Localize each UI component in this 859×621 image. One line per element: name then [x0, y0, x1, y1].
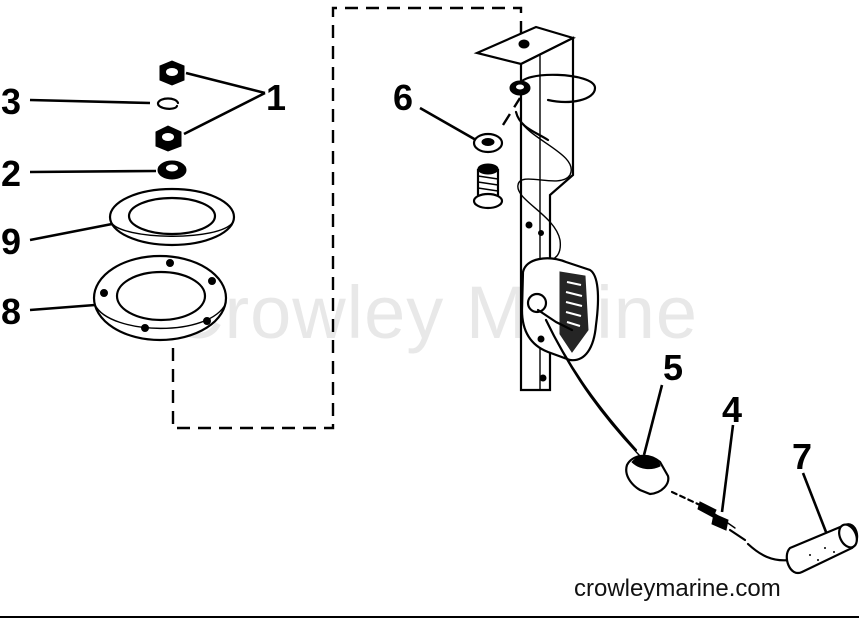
hex-nut-lower: [155, 125, 182, 152]
hex-nut-top: [159, 60, 185, 86]
leader-4: [720, 424, 735, 513]
leader-5: [642, 384, 664, 456]
callout-1: 1: [266, 77, 286, 118]
callout-4: 4: [722, 389, 742, 430]
assembly-dashed-line: [171, 6, 523, 430]
callout-3: 3: [1, 81, 21, 122]
leader-1b: [183, 91, 266, 136]
leader-6: [419, 106, 477, 142]
screw-dashed-line: [501, 97, 522, 126]
leader-3: [29, 98, 151, 105]
mounting-plate: [92, 254, 228, 342]
sender-head: [520, 257, 600, 362]
leader-1a: [185, 71, 266, 95]
site-url: crowleymarine.com: [574, 575, 781, 602]
callout-2: 2: [1, 153, 21, 194]
callout-7: 7: [792, 436, 812, 477]
float-rod-retainer: [670, 490, 747, 542]
callout-8: 8: [1, 291, 21, 332]
gasket-ring: [108, 187, 236, 247]
float-arm-lower: [746, 542, 792, 562]
callout-9: 9: [1, 221, 21, 262]
flat-washer: [157, 160, 187, 180]
leader-8: [29, 303, 96, 312]
leader-7: [801, 472, 828, 533]
callout-5: 5: [663, 347, 683, 388]
float-sleeve: [625, 454, 670, 496]
float-cylinder: [785, 523, 859, 575]
leader-2: [29, 169, 157, 174]
screw-and-washer: [472, 132, 504, 210]
watermark-text: Crowley Marine: [170, 271, 698, 354]
leader-9: [29, 222, 113, 242]
lock-washer: [156, 97, 180, 110]
callout-6: 6: [393, 77, 413, 118]
